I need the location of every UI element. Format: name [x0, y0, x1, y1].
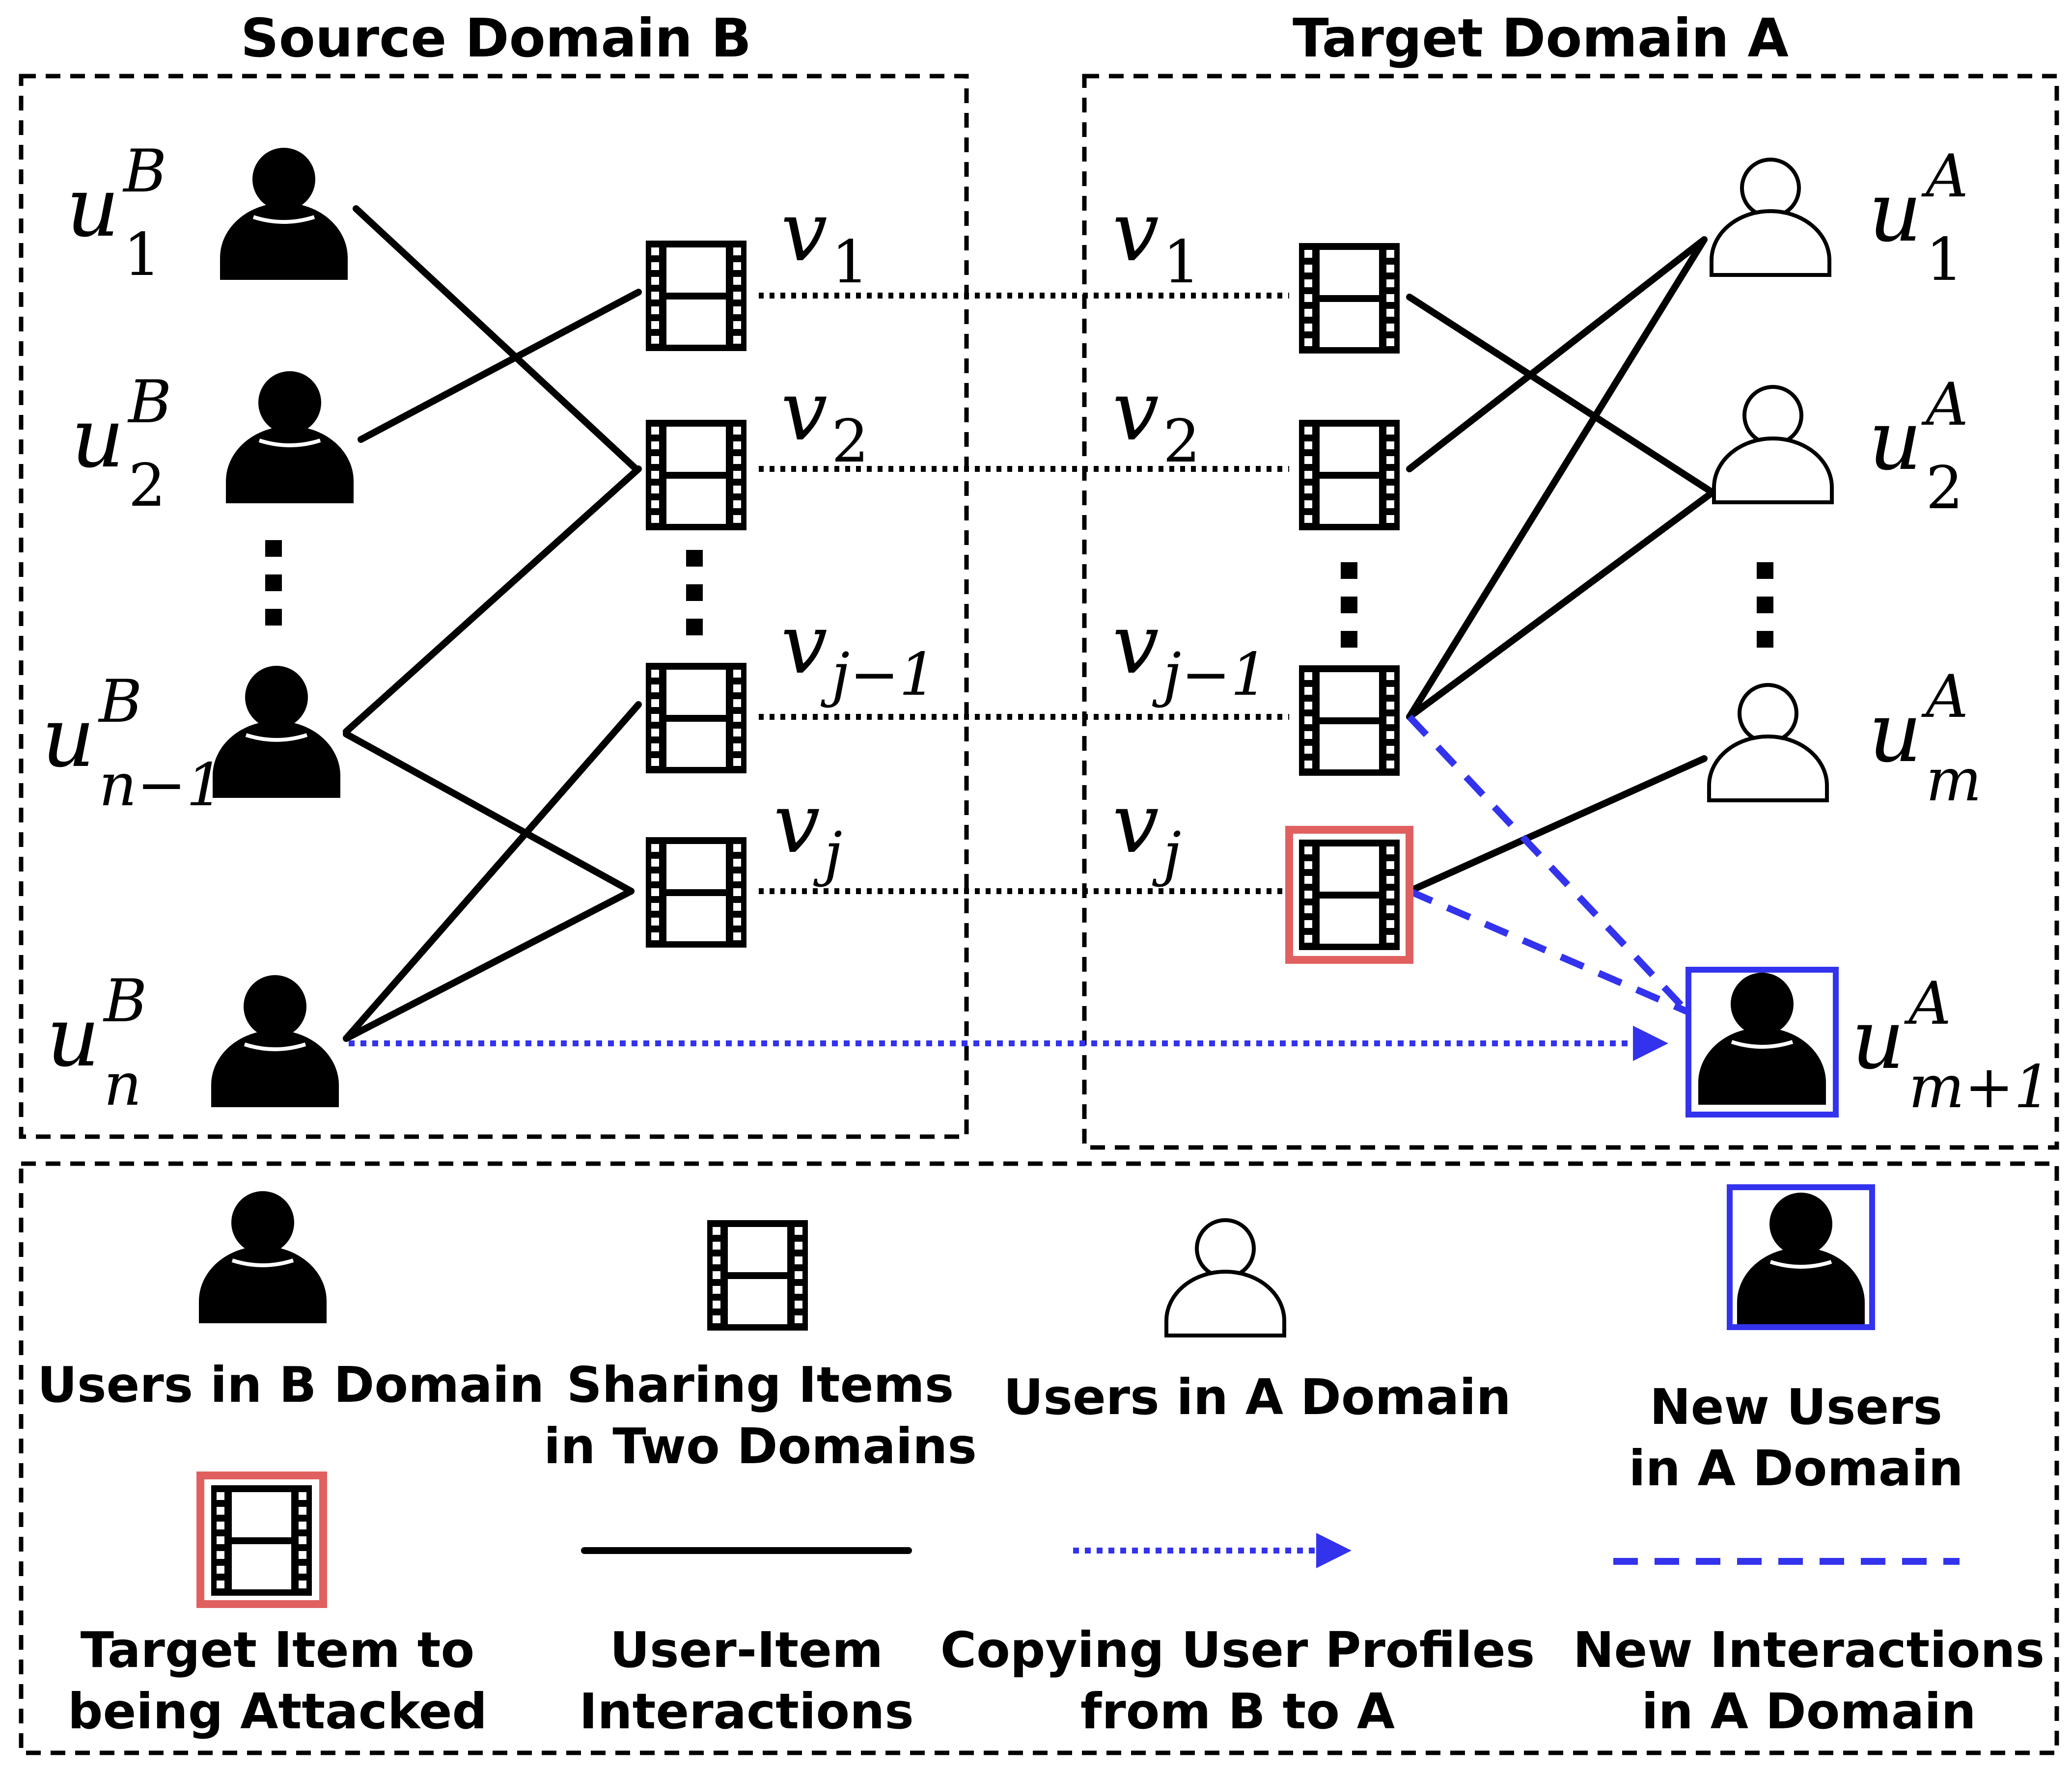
source-interaction-4 — [343, 731, 635, 895]
source-interaction-1 — [353, 205, 639, 472]
legend-label-sharing-items-line-2: in Two Domains — [544, 1418, 977, 1475]
source-item-label-2: v2 — [781, 363, 869, 476]
legend-label-new-users-line-2: in A Domain — [1629, 1440, 1963, 1497]
legend-label-users-a-line-1: Users in A Domain — [1003, 1368, 1511, 1426]
target-domain-box — [1082, 74, 2059, 1150]
ellipsis-source-users — [265, 540, 282, 626]
target-item-film-icon-2 — [1299, 420, 1400, 530]
edges-layer — [343, 205, 1717, 1061]
legend-user-a-icon — [1164, 1218, 1286, 1337]
legend-label-interactions-line-2: Interactions — [579, 1683, 914, 1740]
source-item-film-icon-1 — [646, 241, 746, 351]
ellipsis-target-users — [1757, 562, 1773, 648]
source-item-label-4: vj — [774, 775, 842, 888]
source-item-film-icon-4 — [646, 837, 746, 948]
target-interaction-2 — [1406, 236, 1708, 472]
legend-label-new-users-line-1: New Users — [1650, 1378, 1942, 1436]
source-domain-box — [19, 74, 969, 1139]
source-user-icon-1 — [220, 148, 348, 280]
new-user-frame — [1685, 967, 1839, 1118]
source-domain-heading: Source Domain B — [241, 8, 751, 69]
target-item-label-2: v2 — [1112, 363, 1200, 476]
new-interaction-1 — [1407, 714, 1690, 1014]
legend-user-b-icon — [199, 1191, 327, 1323]
target-interaction-3 — [1406, 236, 1708, 720]
source-interaction-6 — [343, 888, 635, 1042]
legend-target-item-film-icon — [211, 1485, 312, 1596]
source-interaction-5 — [343, 701, 642, 1042]
legend-label-target-item-line-2: being Attacked — [68, 1683, 487, 1740]
new-interaction-2 — [1408, 888, 1688, 1015]
target-domain-heading: Target Domain A — [1293, 8, 1789, 69]
target-item-film-icon-1 — [1299, 243, 1400, 354]
target-item-label-1: v1 — [1112, 184, 1200, 297]
legend-label-sharing-items-line-1: Sharing Items — [567, 1356, 954, 1414]
ellipsis-source-items — [686, 550, 703, 635]
target-interaction-5 — [1406, 755, 1708, 895]
target-interaction-4 — [1406, 491, 1713, 720]
source-user-icon-4 — [211, 975, 339, 1107]
target-interaction-1 — [1406, 294, 1717, 497]
legend-label-users-b-line-1: Users in B Domain — [37, 1356, 544, 1414]
target-user-icon-1 — [1710, 158, 1831, 277]
legend-target-item-frame — [196, 1472, 327, 1608]
legend-label-interactions-line-1: User-Item — [610, 1621, 883, 1679]
source-user-icon-3 — [213, 666, 340, 798]
legend-sharing-item-film-icon — [707, 1220, 808, 1331]
source-item-film-icon-3 — [646, 663, 746, 773]
target-item-highlight-frame — [1285, 826, 1413, 964]
source-item-label-1: v1 — [781, 184, 869, 297]
legend-label-new-interactions-line-1: New Interactions — [1573, 1621, 2044, 1679]
source-item-label-3: vj−1 — [781, 596, 937, 709]
ellipsis-target-items — [1341, 562, 1357, 648]
target-item-label-3: vj−1 — [1112, 596, 1268, 709]
source-item-film-icon-2 — [646, 420, 746, 530]
target-user-icon-2 — [1712, 385, 1834, 504]
legend-icons-layer — [196, 1184, 1875, 1608]
legend-new-user-icon — [1737, 1193, 1865, 1325]
target-item-film-icon-4 — [1299, 840, 1400, 950]
legend-label-new-interactions-line-2: in A Domain — [1641, 1683, 1976, 1740]
source-user-icon-2 — [226, 371, 354, 503]
legend-box — [19, 1161, 2059, 1755]
legend-label-copying-line-2: from B to A — [1080, 1683, 1395, 1740]
legend-label-target-item-line-1: Target Item to — [81, 1621, 475, 1679]
legend-label-copying-line-1: Copying User Profiles — [940, 1621, 1535, 1679]
source-interaction-2 — [358, 289, 642, 443]
target-item-film-icon-3 — [1299, 665, 1400, 776]
target-user-icon-3 — [1707, 683, 1829, 802]
legend-new-user-frame — [1727, 1184, 1875, 1330]
icons-layer — [211, 148, 1839, 1118]
source-interaction-3 — [343, 465, 642, 735]
new-user-icon — [1698, 973, 1826, 1105]
target-item-label-4: vj — [1112, 775, 1181, 888]
